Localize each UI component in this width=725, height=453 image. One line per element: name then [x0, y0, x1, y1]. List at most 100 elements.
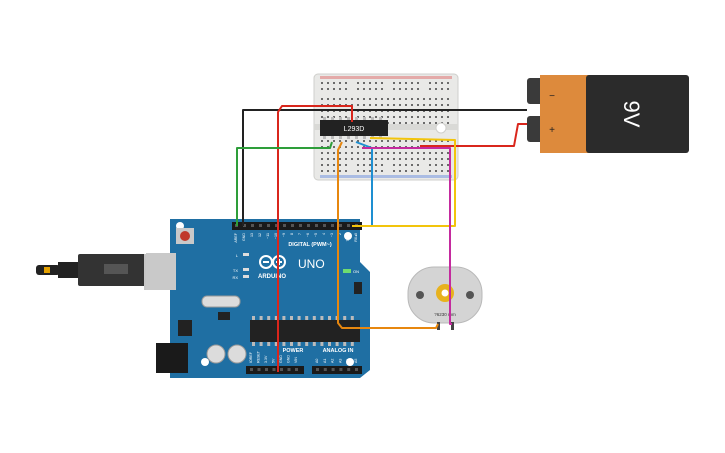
breadboard-hole[interactable] — [327, 82, 329, 84]
breadboard-hole[interactable] — [405, 158, 407, 160]
breadboard-hole[interactable] — [447, 158, 449, 160]
breadboard-hole[interactable] — [381, 104, 383, 106]
breadboard-hole[interactable] — [375, 104, 377, 106]
breadboard-hole[interactable] — [417, 170, 419, 172]
breadboard-hole[interactable] — [417, 158, 419, 160]
digital-pin-socket[interactable] — [299, 224, 302, 227]
breadboard-hole[interactable] — [417, 88, 419, 90]
breadboard-hole[interactable] — [435, 164, 437, 166]
breadboard-hole[interactable] — [351, 152, 353, 154]
breadboard-hole[interactable] — [375, 140, 377, 142]
breadboard-hole[interactable] — [327, 140, 329, 142]
breadboard-hole[interactable] — [405, 98, 407, 100]
breadboard-hole[interactable] — [429, 152, 431, 154]
breadboard-hole[interactable] — [417, 164, 419, 166]
breadboard-hole[interactable] — [381, 170, 383, 172]
dc-motor[interactable]: ?6230 rpm — [407, 266, 483, 330]
breadboard-hole[interactable] — [435, 88, 437, 90]
breadboard-hole[interactable] — [441, 104, 443, 106]
wire-red-5v[interactable] — [277, 105, 353, 372]
breadboard-hole[interactable] — [339, 82, 341, 84]
breadboard-hole[interactable] — [441, 158, 443, 160]
breadboard-hole[interactable] — [381, 88, 383, 90]
breadboard-hole[interactable] — [363, 170, 365, 172]
digital-pin-socket[interactable] — [315, 224, 318, 227]
breadboard-hole[interactable] — [405, 122, 407, 124]
breadboard-hole[interactable] — [405, 116, 407, 118]
breadboard-hole[interactable] — [405, 140, 407, 142]
analog-pin-socket[interactable] — [316, 368, 319, 371]
breadboard-hole[interactable] — [363, 82, 365, 84]
breadboard-hole[interactable] — [393, 152, 395, 154]
breadboard-hole[interactable] — [327, 164, 329, 166]
digital-pin-socket[interactable] — [331, 224, 334, 227]
wire-black[interactable] — [242, 109, 527, 226]
breadboard-hole[interactable] — [333, 98, 335, 100]
breadboard-hole[interactable] — [429, 98, 431, 100]
breadboard-hole[interactable] — [339, 140, 341, 142]
breadboard-hole[interactable] — [369, 116, 371, 118]
breadboard-hole[interactable] — [417, 122, 419, 124]
breadboard-hole[interactable] — [375, 82, 377, 84]
digital-pin-socket[interactable] — [323, 224, 326, 227]
breadboard-hole[interactable] — [381, 164, 383, 166]
wire-green[interactable] — [236, 141, 333, 226]
breadboard-hole[interactable] — [375, 170, 377, 172]
breadboard-hole[interactable] — [333, 140, 335, 142]
breadboard-hole[interactable] — [393, 140, 395, 142]
breadboard-hole[interactable] — [411, 104, 413, 106]
breadboard-hole[interactable] — [417, 104, 419, 106]
breadboard-hole[interactable] — [447, 152, 449, 154]
breadboard-hole[interactable] — [417, 152, 419, 154]
breadboard-hole[interactable] — [321, 116, 323, 118]
digital-pin-socket[interactable] — [251, 224, 254, 227]
breadboard-hole[interactable] — [411, 140, 413, 142]
breadboard-hole[interactable] — [339, 158, 341, 160]
breadboard-hole[interactable] — [321, 88, 323, 90]
breadboard-hole[interactable] — [369, 88, 371, 90]
breadboard-hole[interactable] — [321, 158, 323, 160]
breadboard-hole[interactable] — [351, 140, 353, 142]
breadboard-hole[interactable] — [435, 158, 437, 160]
breadboard-hole[interactable] — [405, 152, 407, 154]
digital-pin-socket[interactable] — [307, 224, 310, 227]
breadboard-hole[interactable] — [345, 82, 347, 84]
breadboard-hole[interactable] — [381, 152, 383, 154]
breadboard-hole[interactable] — [339, 88, 341, 90]
breadboard-hole[interactable] — [423, 158, 425, 160]
breadboard-hole[interactable] — [447, 164, 449, 166]
breadboard-hole[interactable] — [327, 170, 329, 172]
breadboard-hole[interactable] — [447, 104, 449, 106]
breadboard-hole[interactable] — [321, 98, 323, 100]
breadboard-hole[interactable] — [369, 158, 371, 160]
breadboard-hole[interactable] — [369, 164, 371, 166]
power-pin-socket[interactable] — [295, 368, 298, 371]
breadboard-hole[interactable] — [423, 98, 425, 100]
breadboard-hole[interactable] — [345, 164, 347, 166]
breadboard-hole[interactable] — [429, 88, 431, 90]
breadboard-hole[interactable] — [357, 140, 359, 142]
digital-pin-socket[interactable] — [243, 224, 246, 227]
breadboard-hole[interactable] — [435, 116, 437, 118]
breadboard-hole[interactable] — [405, 82, 407, 84]
breadboard-hole[interactable] — [351, 98, 353, 100]
breadboard-hole[interactable] — [357, 152, 359, 154]
breadboard-hole[interactable] — [393, 116, 395, 118]
breadboard-hole[interactable] — [393, 88, 395, 90]
breadboard-hole[interactable] — [393, 98, 395, 100]
breadboard-hole[interactable] — [393, 170, 395, 172]
breadboard-hole[interactable] — [423, 116, 425, 118]
wire-orange[interactable] — [337, 141, 439, 329]
analog-pin-socket[interactable] — [339, 368, 343, 371]
breadboard-hole[interactable] — [387, 152, 389, 154]
breadboard-hole[interactable] — [375, 158, 377, 160]
breadboard-hole[interactable] — [429, 170, 431, 172]
breadboard-hole[interactable] — [429, 116, 431, 118]
breadboard-hole[interactable] — [345, 98, 347, 100]
breadboard-hole[interactable] — [363, 88, 365, 90]
breadboard-hole[interactable] — [381, 158, 383, 160]
breadboard-hole[interactable] — [417, 98, 419, 100]
power-pin-socket[interactable] — [272, 368, 276, 371]
breadboard-hole[interactable] — [441, 140, 443, 142]
breadboard-hole[interactable] — [393, 122, 395, 124]
